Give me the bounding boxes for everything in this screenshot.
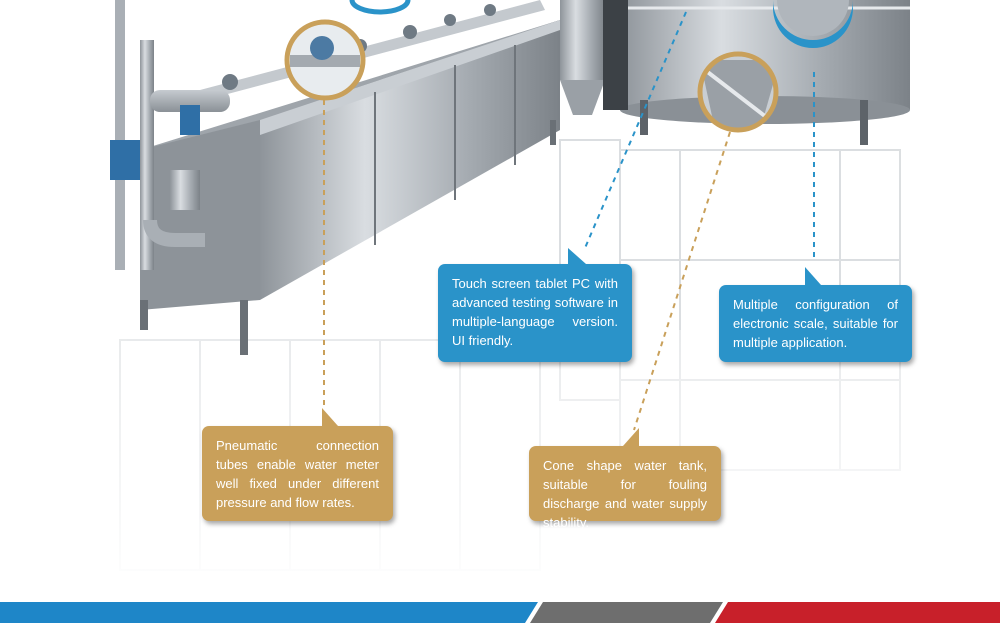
detail-circle-scale [773,0,853,48]
touch-screen-callout: Touch screen tablet PC with advanced tes… [438,248,632,362]
electronic-scale-callout: Multiple configuration of electronic sca… [719,267,912,362]
detail-circle-meter [284,19,366,101]
leader-lines [323,11,815,431]
test-bench [140,0,560,355]
pipework [110,0,230,270]
cone-tank-text: Cone shape water tank, suitable for foul… [543,458,707,530]
cone-tank [560,0,628,115]
touch-screen-text: Touch screen tablet PC with advanced tes… [452,276,618,348]
cone-tank-callout: Cone shape water tank, suitable for foul… [529,428,721,530]
callout-tail [322,408,338,426]
callout-tail [623,428,639,446]
detail-circle-tablet [349,0,411,15]
pneumatic-tubes-callout: Pneumatic connection tubes enable water … [202,408,393,521]
pneumatic-tubes-text: Pneumatic connection tubes enable water … [216,438,379,510]
callout-tail [568,248,586,264]
detail-circle-tank [697,51,779,133]
footer-stripes [0,602,1000,623]
callout-tail [805,267,821,285]
electronic-scale-text: Multiple configuration of electronic sca… [733,297,898,350]
